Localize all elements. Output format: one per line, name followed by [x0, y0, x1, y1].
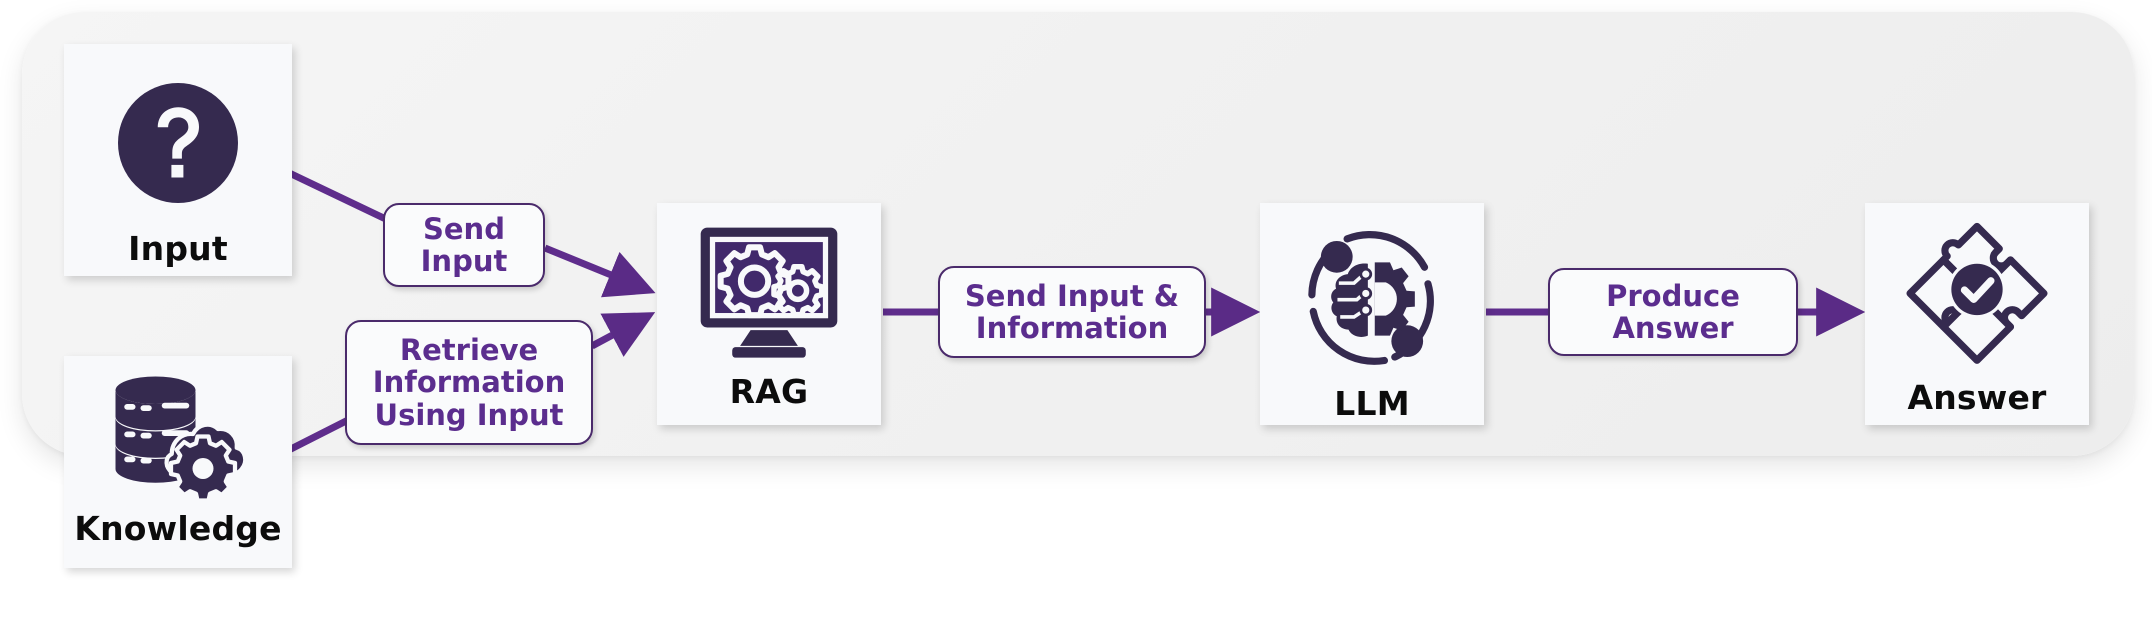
edge-label-retrieve-information-using-input[interactable]: Retrieve Information Using Input — [345, 320, 593, 445]
diagram-stage-panel — [22, 12, 2134, 456]
node-knowledge-label: Knowledge — [74, 509, 282, 548]
node-input-label: Input — [128, 229, 228, 268]
node-llm-label: LLM — [1334, 384, 1410, 423]
edge-label-produce-answer[interactable]: Produce Answer — [1548, 268, 1798, 356]
brain-gear-orbit-icon — [1260, 223, 1484, 375]
node-answer[interactable]: Answer — [1865, 203, 2089, 425]
edge-label-send-input[interactable]: Send Input — [383, 203, 545, 287]
database-cloud-gear-icon — [64, 374, 292, 504]
node-llm[interactable]: LLM — [1260, 203, 1484, 425]
node-input[interactable]: Input — [64, 44, 292, 276]
monitor-gears-icon — [657, 225, 881, 359]
node-rag[interactable]: RAG — [657, 203, 881, 425]
edge-label-send-input-and-information[interactable]: Send Input & Information — [938, 266, 1206, 358]
puzzle-check-icon — [1865, 221, 2089, 371]
node-rag-label: RAG — [729, 372, 809, 411]
node-knowledge[interactable]: Knowledge — [64, 356, 292, 568]
question-mark-circle-icon — [64, 68, 292, 218]
node-answer-label: Answer — [1907, 378, 2047, 417]
